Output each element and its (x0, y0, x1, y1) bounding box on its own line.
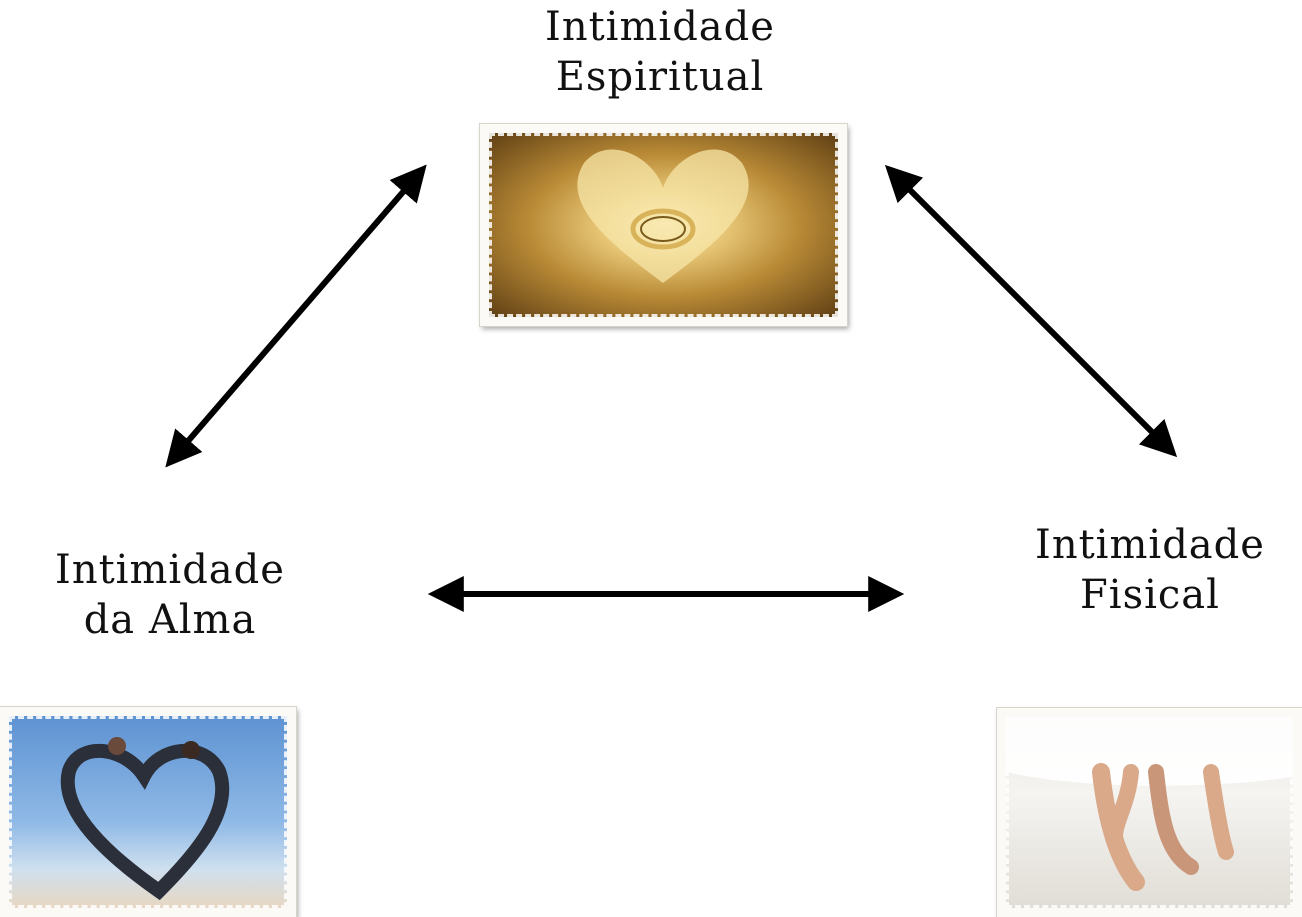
couple-feet-in-bed-image (996, 707, 1302, 917)
feet-in-bed-illustration (1006, 717, 1293, 891)
spiritual-label-line1: Intimidade (545, 4, 775, 50)
spiritual-intimacy-label: Intimidade Espiritual (480, 2, 840, 102)
bible-ring-heart-image (479, 123, 848, 327)
soul-label-line1: Intimidade (55, 547, 285, 593)
physical-label-line2: Fisical (1080, 572, 1220, 618)
physical-intimacy-label: Intimidade Fisical (1000, 520, 1300, 620)
bible-ring-illustration (577, 149, 749, 283)
spiritual-label-line2: Espiritual (555, 54, 765, 100)
soul-intimacy-label: Intimidade da Alma (20, 545, 320, 645)
soul-label-line2: da Alma (83, 597, 257, 643)
physical-label-line1: Intimidade (1035, 522, 1265, 568)
arrow-soul-spiritual (165, 164, 427, 468)
jumping-couple-heart-image (0, 706, 297, 917)
arrow-spiritual-physical (884, 164, 1178, 458)
jumping-couple-illustration (60, 737, 230, 901)
